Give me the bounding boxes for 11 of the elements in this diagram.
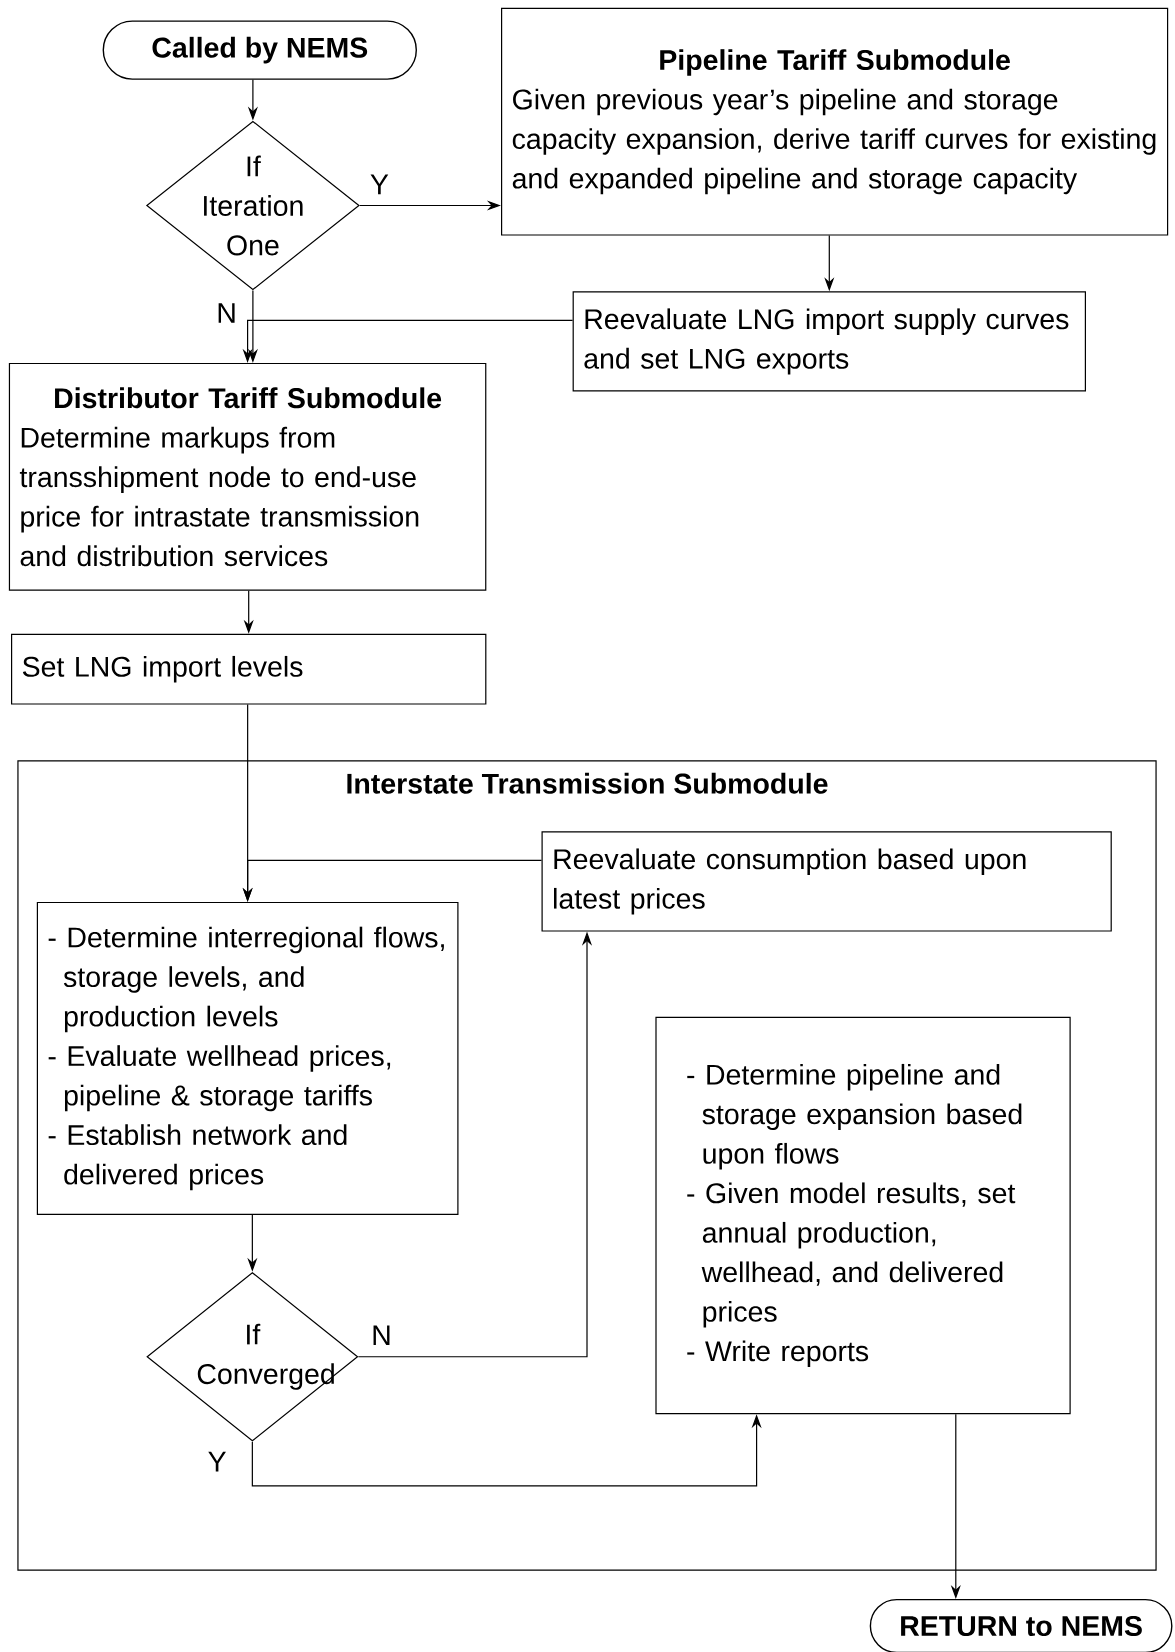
edge-label: N (215, 302, 238, 324)
process-box: Distributor Tariff Submodule Determine markups from transshipment node to end-use price for intrastate transmission and distribution services (8, 362, 487, 591)
edge-label: Y (368, 173, 390, 196)
process-box: - Determine interregional flows, storage levels, and production levels - Evaluate wellhead prices, pipeline & storage tariffs - Establish network and delivered prices (36, 901, 459, 1215)
process-box: Pipeline Tariff Submodule Given previous year’s pipeline and storage capacity expansion, derive tariff curves for existing and expanded pipeline and storage capacity (501, 7, 1169, 236)
process-box: Reevaluate consumption based upon latest prices (541, 831, 1112, 932)
process-box: Set LNG import levels (11, 633, 487, 705)
process-box: - Determine pipeline and storage expansion based upon flows - Given model results, set annual production, wellhead, and delivered prices - Write reports (655, 1016, 1071, 1415)
edge-label: N (370, 1324, 393, 1346)
process-box: Reevaluate LNG import supply curves and set LNG exports (572, 291, 1086, 392)
edge-label: Y (206, 1450, 228, 1473)
